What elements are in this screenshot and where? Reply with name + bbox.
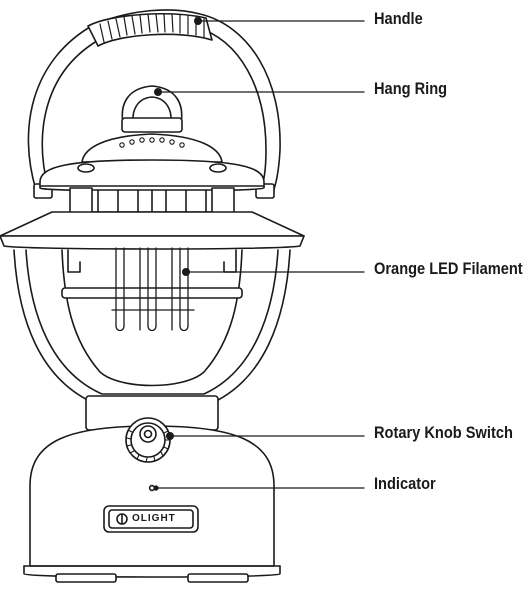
leader-lines [155, 20, 365, 489]
base [23, 425, 281, 583]
rotary-knob [125, 417, 171, 463]
logo-badge [103, 505, 199, 533]
label-led-filament: Orange LED Filament [374, 259, 523, 278]
label-indicator: Indicator [374, 474, 436, 493]
globe [13, 249, 291, 405]
logo-text: OLIGHT [132, 513, 176, 524]
label-hang-ring: Hang Ring [374, 79, 448, 98]
logo-mark-icon [116, 513, 128, 525]
hang-ring [121, 85, 183, 133]
top-cap [39, 133, 265, 192]
led-filament [111, 247, 195, 332]
shade [0, 211, 305, 250]
label-handle: Handle [374, 9, 423, 28]
leader-dots [153, 17, 202, 491]
top-vent [69, 187, 235, 215]
label-rotary-knob: Rotary Knob Switch [374, 423, 513, 442]
